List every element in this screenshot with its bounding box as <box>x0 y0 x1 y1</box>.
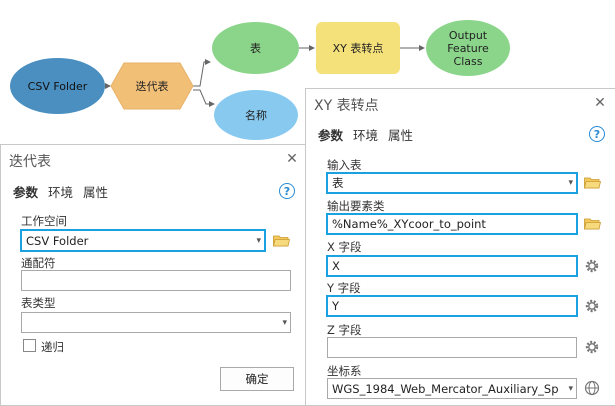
node-xy-to-point[interactable]: XY 表转点 <box>316 22 400 74</box>
panel-title: XY 表转点 <box>314 98 379 114</box>
input-table-select[interactable]: 表 ▾ <box>326 172 578 194</box>
node-output-feature-class[interactable]: Output Feature Class <box>426 20 510 76</box>
tab-environments[interactable]: 环境 <box>353 128 379 143</box>
chevron-down-icon: ▾ <box>568 178 573 188</box>
chevron-down-icon: ▾ <box>568 383 573 394</box>
y-field-label: Y 字段 <box>327 281 361 295</box>
gear-icon[interactable] <box>584 339 600 355</box>
tab-parameters[interactable]: 参数 <box>318 128 344 143</box>
help-icon[interactable]: ? <box>279 183 295 199</box>
node-iterate-table-shape[interactable] <box>110 62 194 110</box>
z-field-input[interactable] <box>327 337 577 358</box>
node-table[interactable]: 表 <box>212 22 299 74</box>
recursive-checkbox[interactable] <box>23 339 36 352</box>
crs-label: 坐标系 <box>327 364 362 378</box>
gear-icon[interactable] <box>584 258 600 274</box>
chevron-down-icon: ▾ <box>282 317 287 328</box>
folder-icon[interactable] <box>584 176 601 189</box>
iterate-table-panel: 迭代表 ✕ 参数 环境 属性 ? 工作空间 CSV Folder ▾ 通配符 表… <box>0 144 306 406</box>
chevron-down-icon: ▾ <box>256 235 261 246</box>
x-field-input[interactable]: X <box>326 255 578 277</box>
table-type-select[interactable]: ▾ <box>21 312 291 333</box>
output-fc-input[interactable]: %Name%_XYcoor_to_point <box>326 213 578 235</box>
node-iterate-table[interactable]: 迭代表 <box>135 79 169 93</box>
folder-icon[interactable] <box>273 234 290 247</box>
tab-properties[interactable]: 属性 <box>83 185 109 200</box>
input-table-label: 输入表 <box>327 158 362 172</box>
tab-parameters[interactable]: 参数 <box>13 185 39 200</box>
ok-button[interactable]: 确定 <box>220 367 294 391</box>
z-field-label: Z 字段 <box>327 323 362 337</box>
close-icon[interactable]: ✕ <box>286 151 298 167</box>
recursive-label: 递归 <box>41 340 64 354</box>
crs-select[interactable]: WGS_1984_Web_Mercator_Auxiliary_Sp ▾ <box>327 378 577 399</box>
tab-environments[interactable]: 环境 <box>48 185 74 200</box>
folder-icon[interactable] <box>584 217 601 230</box>
tab-strip: 参数 环境 属性 <box>13 182 108 201</box>
workspace-label: 工作空间 <box>21 214 67 228</box>
workspace-select[interactable]: CSV Folder ▾ <box>20 229 266 252</box>
node-name[interactable]: 名称 <box>214 90 298 140</box>
tab-properties[interactable]: 属性 <box>388 128 414 143</box>
output-fc-label: 输出要素类 <box>327 199 385 213</box>
panel-title: 迭代表 <box>9 154 51 170</box>
gear-icon[interactable] <box>584 298 600 314</box>
wildcard-input[interactable] <box>21 270 291 291</box>
tab-strip: 参数 环境 属性 <box>318 125 413 144</box>
help-icon[interactable]: ? <box>589 126 605 142</box>
y-field-input[interactable]: Y <box>326 295 578 317</box>
globe-icon[interactable] <box>584 380 600 396</box>
xy-to-point-panel: XY 表转点 ✕ 参数 环境 属性 ? 输入表 表 ▾ 输出要素类 %Name%… <box>305 88 615 406</box>
x-field-label: X 字段 <box>327 240 362 254</box>
table-type-label: 表类型 <box>21 296 56 310</box>
close-icon[interactable]: ✕ <box>594 95 606 111</box>
node-csv-folder[interactable]: CSV Folder <box>10 58 105 114</box>
wildcard-label: 通配符 <box>21 256 56 270</box>
